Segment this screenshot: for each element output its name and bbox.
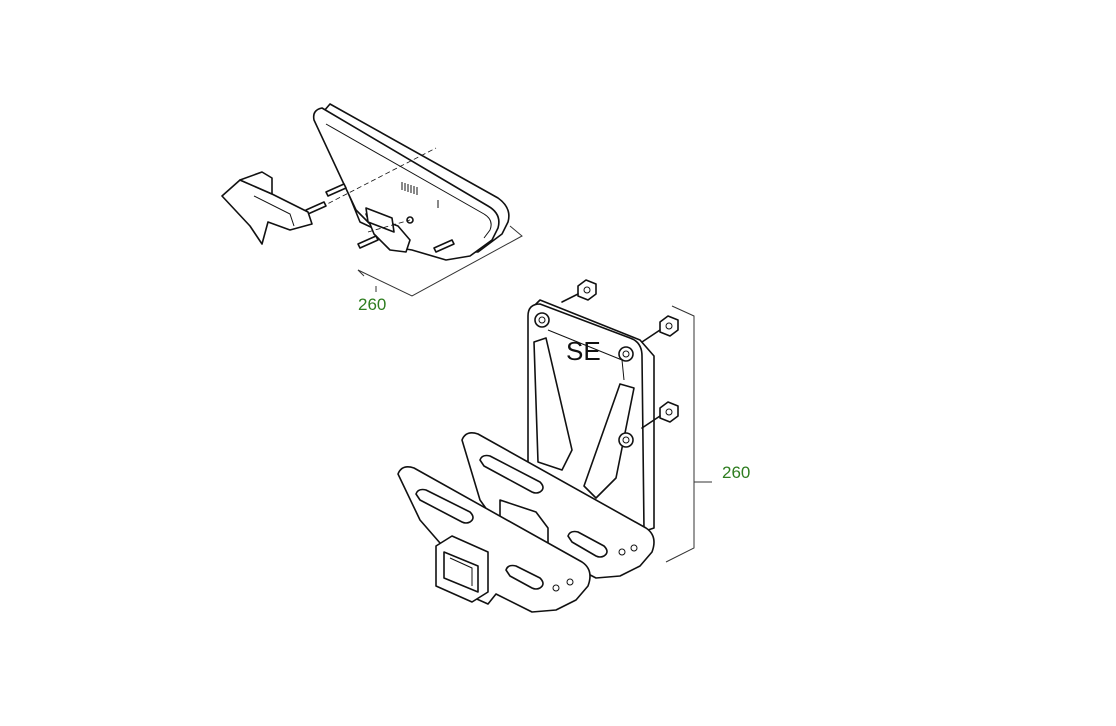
hitch-receiver-opening (443, 551, 479, 593)
back-plate-hole (618, 346, 634, 362)
front-plate-hole (552, 584, 560, 592)
callout-label-lower: 260 (722, 463, 750, 482)
nut (659, 315, 679, 337)
hitch-receiver-inner (449, 557, 473, 586)
hook-bracket-flange (253, 195, 295, 227)
rear-plate-hole (630, 544, 638, 552)
nut (659, 401, 679, 423)
pin (357, 235, 379, 249)
back-plate-hole (622, 350, 630, 358)
vent-lines (401, 182, 439, 208)
hook-bracket-top (239, 171, 273, 195)
back-plate-hole (534, 312, 550, 328)
nut (577, 279, 597, 301)
front-side-plate-slot (505, 564, 544, 590)
nut-hole (583, 286, 591, 294)
bolt (641, 415, 661, 429)
callout-label-upper: 260 (358, 295, 386, 314)
nut-hole (665, 322, 673, 330)
upper-dimension-tick (357, 269, 365, 277)
right-gusset (583, 383, 635, 499)
pins (305, 183, 455, 253)
upper-plate-inner (325, 123, 492, 239)
left-gusset (533, 337, 573, 471)
back-plate-hole (618, 432, 634, 448)
back-plate-hole (538, 316, 546, 324)
lower-dimension-bracket (665, 305, 695, 563)
nut-hole (665, 408, 673, 416)
front-side-plate-slot (415, 488, 474, 524)
back-plate-hole (622, 436, 630, 444)
plate-stamp: SE (566, 336, 601, 366)
axis-line-2 (367, 219, 411, 233)
pin (433, 239, 455, 253)
nuts (561, 279, 679, 429)
pin (305, 201, 327, 215)
rear-plate-hole (618, 548, 626, 556)
upper-plate (312, 107, 500, 261)
bolt (561, 293, 579, 303)
upper-assembly (221, 103, 523, 297)
lower-assembly: SE (397, 279, 712, 613)
bolt (641, 329, 661, 343)
rear-side-plate-slot (567, 530, 608, 558)
pin (325, 183, 347, 197)
upper-plate-slot (365, 207, 395, 233)
upper-dimension-bracket (357, 225, 523, 297)
front-plate-hole (566, 578, 574, 586)
rear-side-plate-slot (479, 454, 544, 494)
